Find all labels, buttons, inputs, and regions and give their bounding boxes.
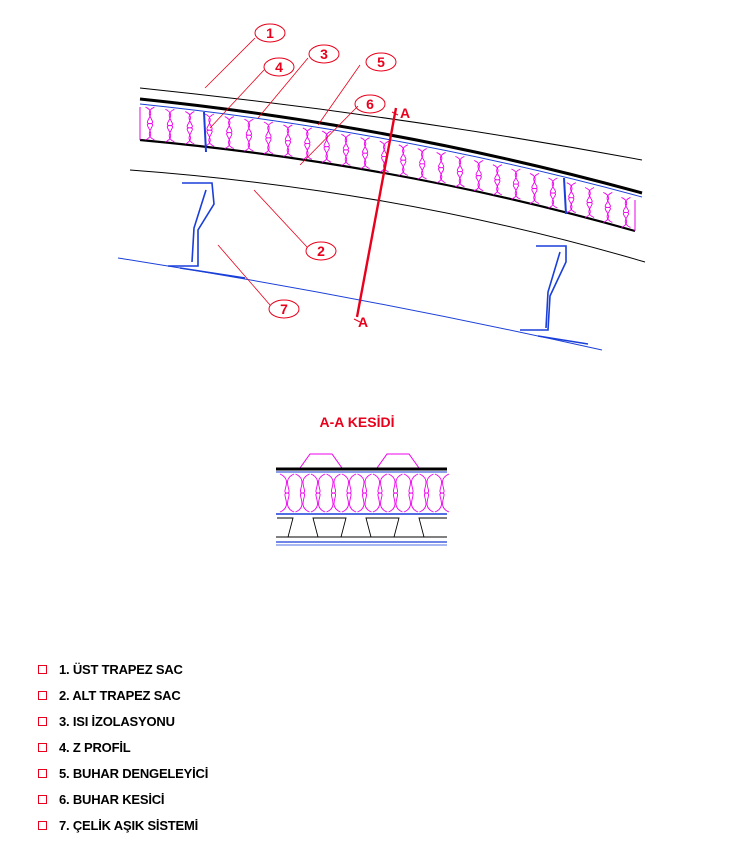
insulation-coil	[357, 473, 372, 513]
lower-trapez-sheet	[129, 169, 646, 263]
legend-label: 1. ÜST TRAPEZ SAC	[59, 661, 183, 677]
insulation-coil	[283, 124, 293, 157]
legend-label: 5. BUHAR DENGELEYİCİ	[59, 765, 209, 781]
callout-3: 3	[308, 44, 340, 64]
section-lower-ribs	[277, 517, 447, 538]
insulation-coil	[603, 191, 613, 223]
insulation-coil	[566, 182, 576, 214]
legend-item-5: 5. BUHAR DENGELEYİCİ	[38, 760, 208, 786]
legend-item-1: 1. ÜST TRAPEZ SAC	[38, 656, 208, 682]
insulation-coil	[403, 473, 419, 513]
z-profile-upper-right	[563, 177, 567, 215]
legend-label: 3. ISI İZOLASYONU	[59, 713, 175, 729]
legend-item-3: 3. ISI İZOLASYONU	[38, 708, 208, 734]
insulation-coil	[434, 473, 450, 513]
insulation-coil	[372, 473, 388, 513]
insulation-coil	[145, 106, 155, 141]
z-purlin-left	[168, 182, 246, 279]
legend-label: 6. BUHAR KESİCİ	[59, 791, 165, 807]
callout-6: 6	[354, 94, 386, 114]
insulation-coil	[398, 144, 408, 176]
roof-section-drawing: A A 1 3 4 5	[117, 23, 646, 546]
insulation-coil	[584, 187, 595, 218]
insulation-coil	[185, 111, 195, 145]
checkbox-icon	[38, 690, 47, 700]
insulation-coil	[388, 473, 403, 513]
callout-1: 1	[254, 23, 286, 43]
legend-label: 4. Z PROFİL	[59, 739, 131, 755]
checkbox-icon	[38, 664, 47, 674]
svg-text:2: 2	[317, 243, 325, 259]
legend-label: 2. ALT TRAPEZ SAC	[59, 687, 181, 703]
legend-label: 7. ÇELİK AŞIK SİSTEMİ	[59, 817, 199, 833]
callout-5: 5	[365, 52, 397, 72]
legend-item-4: 4. Z PROFİL	[38, 734, 208, 760]
insulation-coil	[492, 164, 503, 196]
insulation-coil	[310, 473, 326, 513]
insulation-coil	[473, 160, 484, 192]
upper-trapez-sheet	[139, 97, 643, 195]
section-upper-ribs	[277, 453, 447, 469]
checkbox-icon	[38, 768, 47, 778]
section-title: A-A KESİDİ	[320, 414, 395, 430]
top-sheet-outline	[139, 87, 643, 161]
insulation-coil	[279, 473, 295, 513]
insulation-coil	[548, 177, 558, 209]
svg-text:4: 4	[275, 59, 283, 75]
insulation-pattern	[145, 106, 631, 228]
svg-text:5: 5	[377, 54, 385, 70]
z-purlin-right	[520, 245, 589, 345]
insulation-coil	[621, 197, 631, 228]
vapor-barrier-line	[139, 138, 636, 233]
insulation-coil	[295, 473, 310, 513]
insulation-coil	[455, 155, 465, 188]
roof-detail: A A 1 3 4 5	[117, 23, 646, 351]
section-marker-top: A	[400, 105, 410, 121]
checkbox-icon	[38, 794, 47, 804]
callout-4: 4	[263, 57, 295, 77]
insulation-coil	[511, 168, 521, 200]
insulation-coil	[360, 137, 370, 170]
section-insulation	[279, 473, 450, 513]
insulation-coil	[419, 473, 434, 513]
insulation-coil	[204, 113, 215, 147]
insulation-coil	[417, 148, 427, 180]
insulation-coil	[326, 473, 341, 513]
checkbox-icon	[38, 820, 47, 830]
insulation-coil	[436, 151, 446, 184]
checkbox-icon	[38, 716, 47, 726]
legend-item-6: 6. BUHAR KESİCİ	[38, 786, 208, 812]
svg-text:6: 6	[366, 96, 374, 112]
insulation-coil	[244, 118, 254, 152]
section-a-a: A-A KESİDİ	[276, 414, 450, 546]
svg-text:7: 7	[280, 301, 288, 317]
z-profile-upper-left	[203, 111, 207, 153]
insulation-coil	[263, 121, 274, 155]
insulation-coil	[224, 116, 234, 150]
insulation-coil	[341, 133, 351, 166]
svg-text:1: 1	[266, 25, 274, 41]
legend: 1. ÜST TRAPEZ SAC 2. ALT TRAPEZ SAC 3. I…	[38, 656, 208, 838]
checkbox-icon	[38, 742, 47, 752]
legend-item-7: 7. ÇELİK AŞIK SİSTEMİ	[38, 812, 208, 838]
callout-2: 2	[305, 241, 337, 261]
insulation-coil	[529, 173, 540, 204]
insulation-coil	[165, 108, 175, 143]
legend-item-2: 2. ALT TRAPEZ SAC	[38, 682, 208, 708]
callout-7: 7	[268, 299, 300, 319]
insulation-coil	[321, 130, 332, 163]
svg-text:3: 3	[320, 46, 328, 62]
section-cut-line	[355, 107, 398, 318]
insulation-coil	[302, 127, 313, 160]
insulation-coil	[341, 473, 357, 513]
section-marker-bottom: A	[358, 314, 368, 330]
